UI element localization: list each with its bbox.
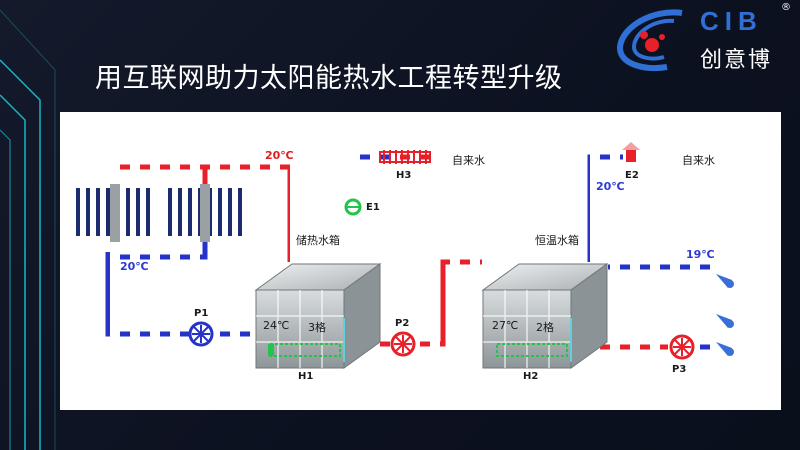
h1-h2-pipes [363,259,482,347]
label-tap-water-2: 自来水 [682,154,715,167]
slide-title: 用互联网助力太阳能热水工程转型升级 [95,63,563,94]
temp-e2-pipe: 20℃ [596,180,625,193]
shower-head-icons [716,274,734,356]
h1-level: 3格 [308,321,326,334]
label-e1: E1 [366,202,380,213]
cib-logo-icon [617,9,683,71]
temp-outlet: 19℃ [686,248,715,261]
h2-outlet-pipes [600,264,718,350]
pump-p3-icon [669,334,695,360]
logo-letters: CIB [700,6,763,36]
pump-p2-icon [390,331,416,357]
storage-tank-h1 [254,263,382,369]
label-h2: H2 [523,371,539,382]
temp-collector-left: 20℃ [120,260,149,273]
label-p2: P2 [395,318,410,329]
label-h1: H1 [298,371,314,382]
logo-registered: ® [781,2,791,13]
h2-temp: 27℃ [492,319,519,332]
valve-e2-icon [622,142,640,162]
collector-loop-pipes [105,164,293,337]
solar-collector-left [72,184,162,242]
system-diagram [72,142,734,369]
pump-p1-icon [188,321,214,347]
label-constant-tank: 恒温水箱 [535,234,579,247]
label-storage-tank: 储热水箱 [296,234,340,247]
constant-tank-h2 [481,263,609,369]
h1-temp: 24℃ [263,319,290,332]
logo-chinese: 创意博 [700,48,773,73]
solar-collector-right [168,184,242,242]
label-h3: H3 [396,170,412,181]
temp-collector-top: 20℃ [265,149,294,162]
h2-level: 2格 [536,321,554,334]
label-p1: P1 [194,308,209,319]
valve-e1-icon [344,198,362,216]
tap-water-h3-pipes [350,154,430,262]
label-e2: E2 [625,170,639,181]
label-tap-water-1: 自来水 [452,154,485,167]
e2-pipes [587,154,623,262]
system-diagram-panel: 20℃ 20℃ 自来水 H3 E1 储热水箱 P1 P2 24℃ 3格 H1 自… [60,112,781,410]
label-p3: P3 [672,364,687,375]
heater-h3-icon [379,150,431,164]
